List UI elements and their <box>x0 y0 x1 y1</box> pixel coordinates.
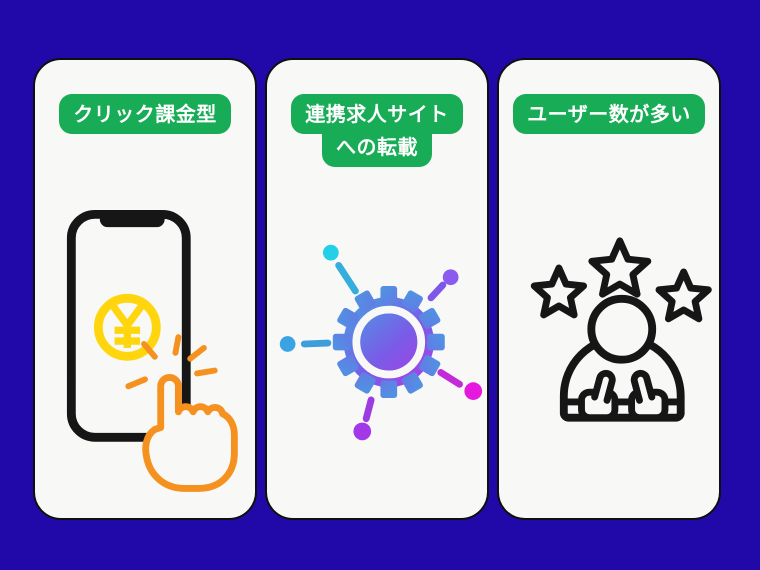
network-gear-icon <box>279 244 483 441</box>
gear-center <box>360 313 418 371</box>
smartphone-icon <box>66 209 191 442</box>
node-dot <box>279 336 296 352</box>
phone-click-yen-icon <box>66 209 238 492</box>
node-dot <box>353 422 372 441</box>
network-nodes <box>279 244 483 441</box>
network-spokes <box>300 261 463 423</box>
yen-coin-icon <box>93 293 161 361</box>
badge-many-users: ユーザー数が多い <box>499 94 719 134</box>
thumb-up-hand-right <box>628 369 669 422</box>
feature-card-click-billing: クリック課金型 <box>33 58 257 520</box>
star-icon <box>588 237 652 298</box>
badge-label: ユーザー数が多い <box>513 94 705 134</box>
click-burst <box>125 334 218 390</box>
person-head <box>587 294 657 364</box>
node-dot <box>322 244 339 261</box>
node-dot <box>464 382 483 400</box>
feature-card-partner-sites: 連携求人サイト への転載 <box>265 58 489 520</box>
feature-card-many-users: ユーザー数が多い <box>497 58 721 520</box>
badge-label: への転載 <box>322 130 432 167</box>
badge-label: クリック課金型 <box>59 94 231 134</box>
badge-label: 連携求人サイト <box>291 94 463 134</box>
user-thumbs-stars-icon <box>530 237 712 422</box>
badge-click-billing: クリック課金型 <box>35 94 255 134</box>
person-thumbs-up-icon <box>559 294 685 422</box>
badge-partner-sites: 連携求人サイト への転載 <box>267 94 487 167</box>
phone-notch <box>99 210 165 228</box>
star-icon <box>530 264 588 319</box>
star-icon <box>655 268 712 323</box>
gear-ring <box>352 305 426 379</box>
thumb-up-hand-left <box>578 369 619 422</box>
node-dot <box>442 269 459 286</box>
tap-hand-icon <box>142 373 238 492</box>
